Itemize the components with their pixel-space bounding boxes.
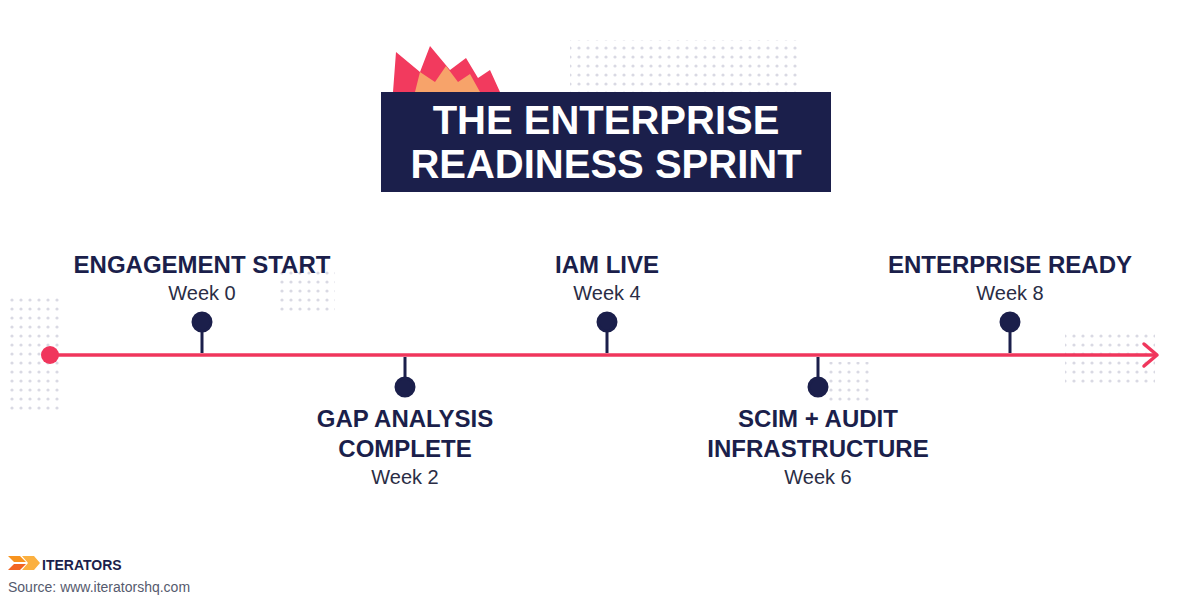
milestone: IAM LIVEWeek 4 [457,250,757,306]
milestone: ENTERPRISE READYWeek 8 [850,250,1170,306]
brand-name: ITERATORS [42,557,122,573]
milestone-week: Week 8 [850,280,1170,306]
flame-decoration [393,46,500,92]
milestone: SCIM + AUDIT INFRASTRUCTUREWeek 6 [683,404,953,490]
milestone-title: ENGAGEMENT START [32,250,372,280]
source-note: Source: www.iteratorshq.com [8,579,190,595]
milestone: GAP ANALYSIS COMPLETEWeek 2 [285,404,525,490]
timeline-axis [41,344,1157,366]
milestone-week: Week 4 [457,280,757,306]
milestone: ENGAGEMENT STARTWeek 0 [32,250,372,306]
milestone-week: Week 2 [285,464,525,490]
milestone-week: Week 0 [32,280,372,306]
milestone-title: ENTERPRISE READY [850,250,1170,280]
milestone-week: Week 6 [683,464,953,490]
milestone-title: IAM LIVE [457,250,757,280]
milestone-title: SCIM + AUDIT INFRASTRUCTURE [683,404,953,464]
dot-texture [10,40,1155,415]
logo-mark [8,556,40,570]
milestone-markers [193,313,1019,396]
milestone-title: GAP ANALYSIS COMPLETE [285,404,525,464]
title-banner: THE ENTERPRISE READINESS SPRINT [381,92,831,192]
